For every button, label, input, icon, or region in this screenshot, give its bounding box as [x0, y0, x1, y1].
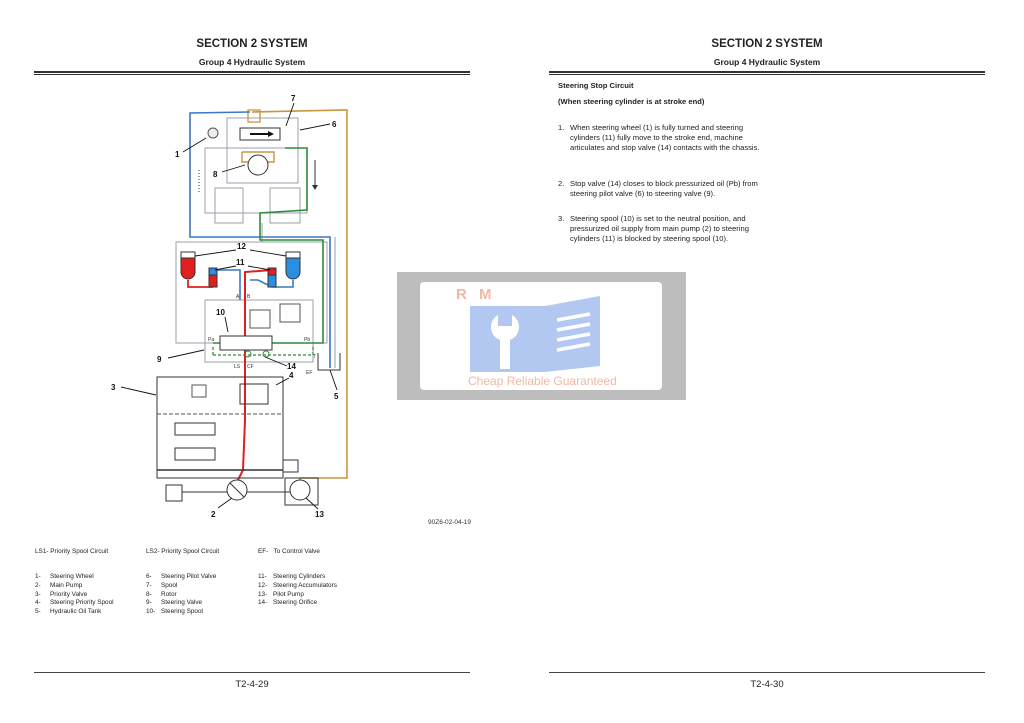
svg-text:R M: R M — [456, 286, 496, 303]
section-heading: Steering Stop Circuit — [558, 81, 634, 90]
callout-4: 4 — [289, 371, 294, 380]
callout-7: 7 — [291, 94, 296, 103]
footer-rule-right — [549, 672, 985, 673]
mark-b: B — [247, 294, 251, 300]
legend-item: 4-Steering Priority Spool — [35, 599, 114, 607]
return-line — [189, 111, 331, 368]
callout-2: 2 — [211, 510, 216, 519]
accumulator-left — [180, 251, 196, 280]
callout-8: 8 — [213, 170, 218, 179]
steering-wheel-symbol — [207, 127, 219, 139]
mark-cf: CF — [247, 364, 254, 370]
figure-code: 90Z6-02-04-19 — [428, 519, 471, 526]
hydraulic-circuit-diagram: 1 2 3 4 5 6 7 8 9 10 11 12 13 14 EF Pa P… — [111, 94, 471, 526]
legend-column-3: 11-Steering Cylinders 12-Steering Accumu… — [258, 573, 337, 608]
watermark-logo: R M Cheap Reliable Guaranteed — [456, 286, 617, 388]
legend-item: 11-Steering Cylinders — [258, 573, 326, 580]
mark-a: A — [236, 294, 240, 300]
header-rule-right — [549, 71, 985, 75]
callout-5: 5 — [334, 392, 339, 401]
legend-item: 6-Steering Pilot Valve — [146, 573, 217, 580]
callout-12: 12 — [237, 242, 246, 251]
legend-item: 2-Main Pump — [35, 581, 83, 589]
mark-ef: EF — [306, 370, 312, 376]
legend-item: 13-Pilot Pump — [258, 590, 304, 598]
callout-9: 9 — [157, 355, 162, 364]
legend-column-2: 6-Steering Pilot Valve 7-Spool 8-Rotor 9… — [146, 573, 216, 617]
mark-ls: LS — [234, 364, 241, 370]
rotor-symbol — [247, 154, 269, 176]
legend-item: 14-Steering Orifice — [258, 599, 318, 607]
page-number-left: T2-4-29 — [235, 679, 269, 690]
pilot-line — [213, 147, 324, 344]
callout-11: 11 — [236, 258, 245, 267]
callout-13: 13 — [315, 510, 324, 519]
callout-3: 3 — [111, 383, 116, 392]
section-title-right: SECTION 2 SYSTEM — [711, 38, 823, 50]
section-subheading: (When steering cylinder is at stroke end… — [558, 97, 705, 106]
accumulator-right — [285, 251, 301, 280]
mark-pb: Pb — [304, 337, 310, 343]
legend-column-1: 1-Steering Wheel 2-Main Pump 3-Priority … — [35, 573, 114, 617]
section-title-left: SECTION 2 SYSTEM — [196, 38, 308, 50]
header-rule-left — [34, 71, 470, 75]
footer-rule-left — [34, 672, 470, 673]
callout-6: 6 — [332, 120, 337, 129]
page-number-right: T2-4-30 — [750, 679, 784, 690]
legend-ls2: LS2- Priority Spool Circuit — [146, 548, 220, 555]
legend-item: 3-Priority Valve — [35, 590, 88, 598]
group-title-left: Group 4 Hydraulic System — [198, 57, 306, 67]
pilot-pump-symbol — [289, 479, 311, 501]
legend-item: 1-Steering Wheel — [35, 573, 94, 580]
pressure-line — [236, 269, 273, 483]
callout-1: 1 — [175, 150, 180, 159]
pressure-line-acc — [187, 280, 213, 288]
legend-item: 10-Steering Spool — [146, 608, 203, 616]
legend-item: 7-Spool — [146, 581, 178, 589]
callout-10: 10 — [216, 308, 225, 317]
legend-ls1: LS1- Priority Spool Circuit — [35, 548, 109, 555]
mark-pa: Pa — [208, 337, 214, 343]
legend-item: 12-Steering Accumulators — [258, 581, 337, 589]
legend-item: 8-Rotor — [146, 590, 177, 598]
group-title-right: Group 4 Hydraulic System — [713, 57, 821, 67]
svg-text:Cheap Reliable Guaranteed: Cheap Reliable Guaranteed — [468, 374, 617, 388]
legend-ef: EF- To Control Valve — [258, 548, 320, 555]
mark-t: T — [313, 354, 316, 360]
legend-item: 5-Hydraulic Oil Tank — [35, 608, 102, 616]
callout-14: 14 — [287, 362, 296, 371]
legend-item: 9-Steering Valve — [146, 599, 203, 607]
